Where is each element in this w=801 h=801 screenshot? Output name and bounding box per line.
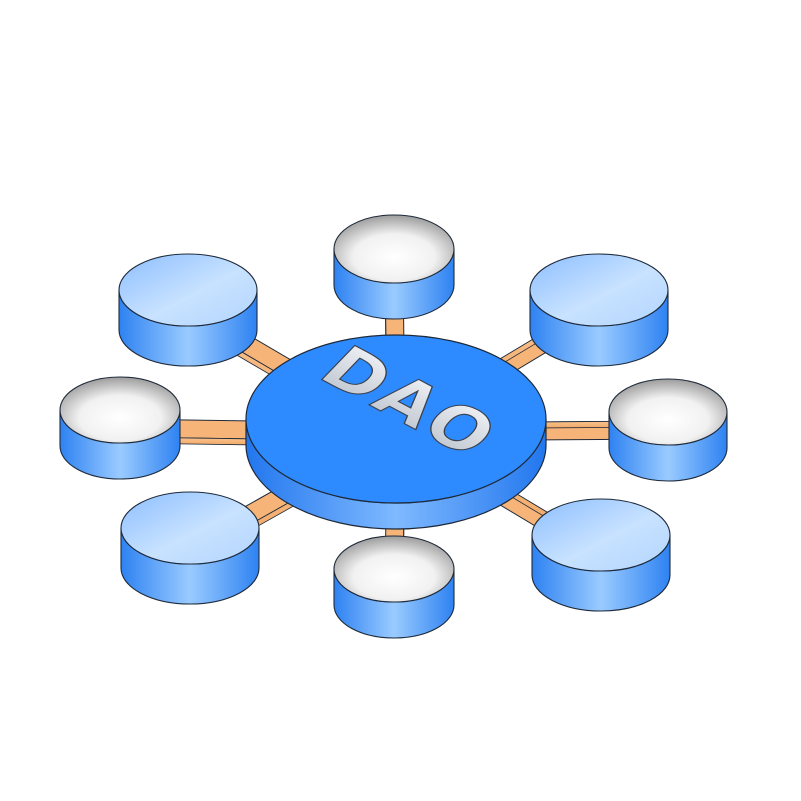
satellite-top xyxy=(333,214,455,320)
satellites-back-layer xyxy=(59,214,669,480)
satellite-bottom-left-top xyxy=(120,491,260,565)
satellite-bottom xyxy=(333,535,455,639)
satellite-right xyxy=(608,378,728,482)
satellite-bottom-right xyxy=(531,498,671,612)
satellites-front-layer xyxy=(120,378,728,639)
satellite-top-right-top xyxy=(529,253,669,327)
satellite-left xyxy=(59,376,181,480)
satellite-top-left xyxy=(118,253,258,367)
satellite-top-right xyxy=(529,253,669,367)
dao-hub-top xyxy=(245,334,547,504)
satellite-top-top xyxy=(333,214,455,284)
satellite-left-top xyxy=(59,376,181,444)
satellite-bottom-top xyxy=(333,535,455,603)
dao-hub: DAO xyxy=(245,333,547,530)
satellite-bottom-left xyxy=(120,491,260,605)
satellite-top-left-top xyxy=(118,253,258,327)
satellite-right-top xyxy=(608,378,728,446)
satellite-bottom-right-top xyxy=(531,498,671,572)
